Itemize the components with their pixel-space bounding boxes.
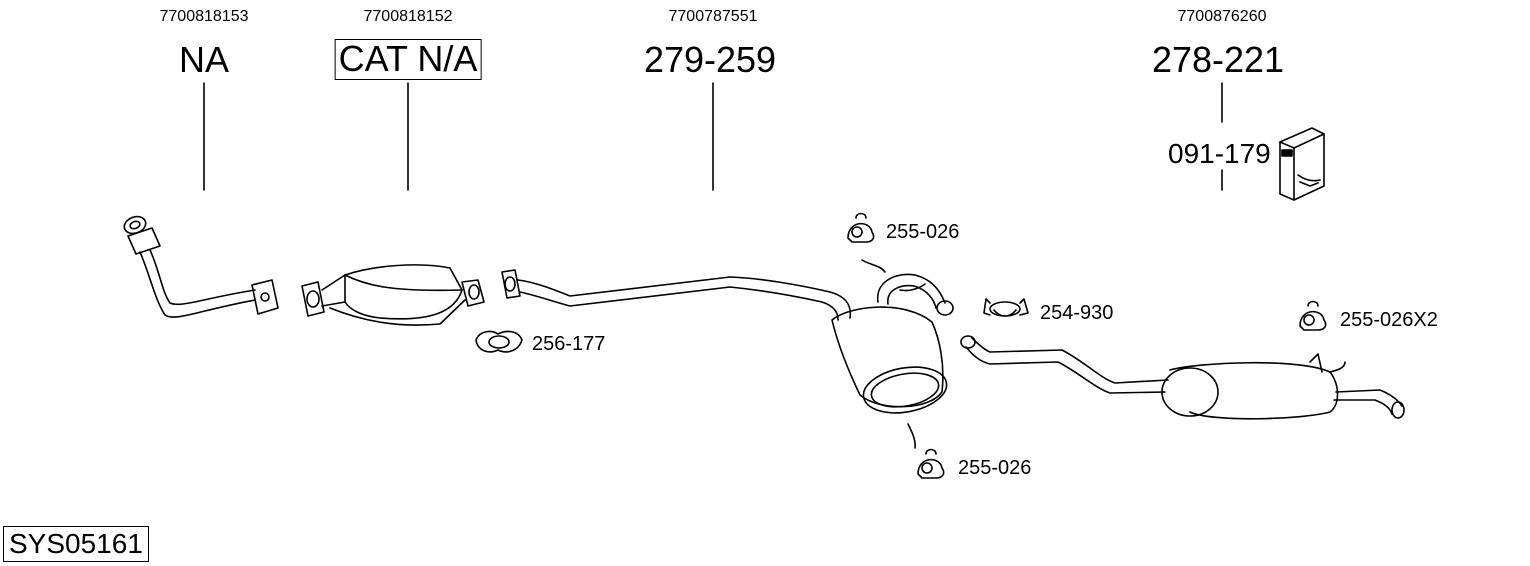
accessory-label-hanger-top[interactable]: 255-026 <box>886 221 960 243</box>
rear-pipe-with-silencer <box>960 335 1405 420</box>
gasket-256-177 <box>475 330 523 353</box>
oem-number-1: 7700818153 <box>159 8 249 25</box>
accessory-label-gasket[interactable]: 256-177 <box>532 333 606 355</box>
part-label-279-259[interactable]: 279-259 <box>643 39 777 80</box>
part-label-na[interactable]: NA <box>178 39 230 80</box>
rubber-hanger-right <box>1299 300 1327 331</box>
middle-pipe-with-silencer <box>501 259 954 449</box>
catalytic-converter <box>301 264 485 326</box>
front-pipe <box>123 215 279 318</box>
fitting-kit-box <box>1279 127 1325 201</box>
accessory-label-clamp[interactable]: 254-930 <box>1040 302 1114 324</box>
accessory-label-hanger-right[interactable]: 255-026X2 <box>1340 309 1438 331</box>
pipe-clamp-254-930 <box>983 298 1029 317</box>
accessory-label-hanger-bottom[interactable]: 255-026 <box>958 457 1032 479</box>
rubber-hanger-bottom <box>917 448 945 479</box>
part-label-cat[interactable]: CAT N/A <box>334 39 482 80</box>
part-label-278-221[interactable]: 278-221 <box>1151 39 1285 80</box>
system-code: SYS05161 <box>3 526 149 562</box>
kit-label[interactable]: 091-179 <box>1168 138 1271 169</box>
oem-number-2: 7700818152 <box>363 8 453 25</box>
rubber-hanger-top <box>847 212 875 243</box>
oem-number-4: 7700876260 <box>1177 8 1267 25</box>
oem-number-3: 7700787551 <box>668 8 758 25</box>
